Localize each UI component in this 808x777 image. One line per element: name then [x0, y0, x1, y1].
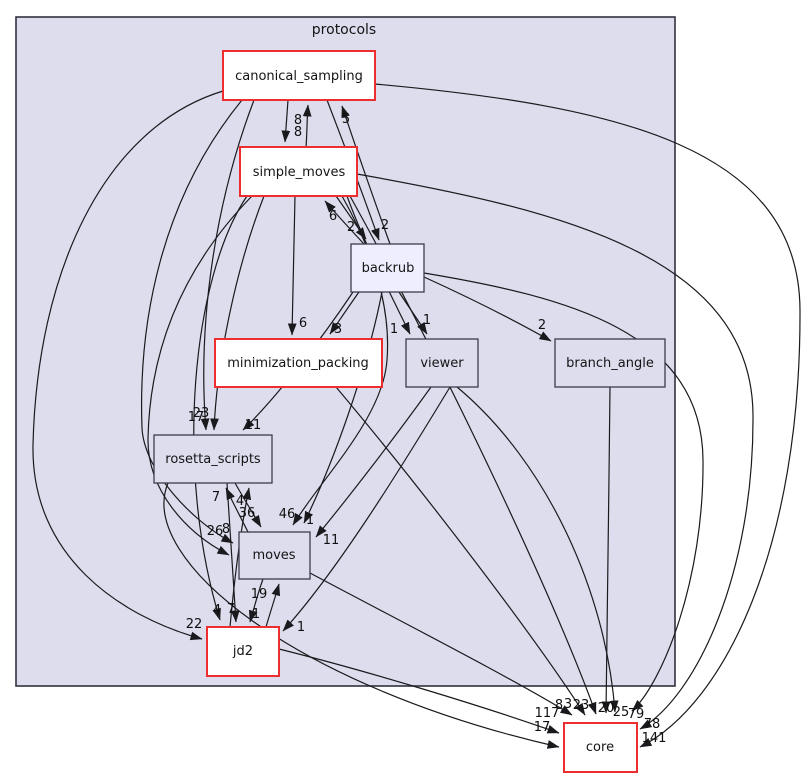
- node-viewer[interactable]: viewer: [405, 338, 479, 388]
- edge-label-cs-backrub[interactable]: 2: [381, 218, 389, 233]
- edge-label-backrub-cs[interactable]: 5: [342, 112, 350, 127]
- edge-label-backrub-core[interactable]: 79: [628, 707, 645, 722]
- edge-sm-cs: [302, 104, 312, 149]
- edge-cs-core: [374, 83, 801, 748]
- edge-branch-core: [601, 386, 611, 714]
- node-label-rosetta-scripts: rosetta_scripts: [165, 452, 261, 467]
- edges: [32, 83, 801, 749]
- edge-label-cs-moves[interactable]: 26: [207, 524, 224, 539]
- edge-rs-jd2: [226, 482, 240, 623]
- edge-sm-rs: [210, 195, 265, 431]
- edge-label-mp-core[interactable]: 3: [564, 697, 572, 712]
- edge-label-cs-rs[interactable]: 23: [193, 406, 210, 421]
- edge-label-viewer-jd2[interactable]: 1: [297, 620, 305, 635]
- edge-label-sm-core[interactable]: 23: [573, 698, 590, 713]
- node-label-simple-moves: simple_moves: [253, 165, 346, 180]
- edge-viewer-moves: [315, 386, 432, 538]
- edge-cs-sm: [281, 99, 291, 143]
- protocols-cluster-label: protocols: [312, 22, 376, 38]
- node-rosetta-scripts[interactable]: rosetta_scripts: [153, 434, 273, 484]
- edge-label-backrub-viewer[interactable]: 1: [423, 313, 431, 328]
- edge-jd2-core: [278, 648, 560, 734]
- edge-cs-moves: [141, 99, 243, 544]
- edge-sm-jd2: [193, 195, 248, 621]
- edge-cs-rs: [200, 99, 255, 431]
- node-label-core: core: [586, 740, 614, 755]
- node-backrub[interactable]: backrub: [350, 243, 425, 293]
- node-label-viewer: viewer: [420, 356, 464, 371]
- edge-label-viewer-core[interactable]: 25: [613, 705, 630, 720]
- edge-label-sm-mp[interactable]: 6: [299, 316, 307, 331]
- edge-label-backrub-rs[interactable]: 11: [245, 418, 262, 433]
- edge-mp-core: [335, 386, 586, 716]
- node-label-minimization-packing: minimization_packing: [227, 356, 369, 371]
- edge-moves-jd2: [248, 578, 264, 623]
- edge-label-sm-rs[interactable]: 17: [188, 410, 205, 425]
- edge-jd2-moves: [265, 583, 281, 628]
- edge-label-sm-viewer[interactable]: 1: [390, 322, 398, 337]
- edge-label-viewer-moves[interactable]: 11: [323, 533, 340, 548]
- node-label-canonical-sampling: canonical_sampling: [235, 69, 363, 84]
- edge-label-cs-jd2[interactable]: 22: [186, 617, 203, 632]
- edge-label-jd2-rs[interactable]: 4: [236, 494, 244, 509]
- edge-label-rs-jd2[interactable]: 7: [227, 602, 235, 617]
- edge-backrub-moves: [303, 291, 383, 524]
- edge-label-moves-rs[interactable]: 7: [212, 490, 220, 505]
- edge-label-sm-cs[interactable]: 8: [294, 125, 302, 140]
- edge-label-backrub-moves[interactable]: 1: [306, 513, 314, 528]
- edge-moves-core: [309, 572, 573, 716]
- edge-viewer-core: [456, 386, 619, 713]
- edge-label-backrub-mp[interactable]: 3: [334, 322, 342, 337]
- edge-cs-jd2: [32, 90, 224, 641]
- node-canonical-sampling[interactable]: canonical_sampling: [222, 50, 376, 101]
- edge-label-jd2-core[interactable]: 117: [535, 706, 560, 721]
- edge-label-backrub-sm[interactable]: 6: [329, 209, 337, 224]
- edge-rs-core: [163, 482, 560, 749]
- node-branch-angle[interactable]: branch_angle: [554, 338, 666, 388]
- edge-backrub-core: [423, 272, 704, 712]
- edge-label-backrub-branch[interactable]: 2: [538, 318, 546, 333]
- node-moves[interactable]: moves: [238, 531, 311, 580]
- edge-backrub-mp: [329, 291, 360, 335]
- edge-label-cs-core[interactable]: 141: [642, 731, 667, 746]
- edge-label-sm-backrub[interactable]: 2: [347, 220, 355, 235]
- edge-label-sm-jd2[interactable]: 4: [213, 603, 221, 618]
- edge-sm-core-right: [356, 173, 754, 730]
- node-label-moves: moves: [252, 548, 295, 563]
- edge-label-rs-moves[interactable]: 36: [239, 506, 256, 521]
- node-label-branch-angle: branch_angle: [566, 356, 654, 371]
- edge-backrub-branch: [423, 276, 552, 342]
- edge-label-rs-core[interactable]: 17: [534, 720, 551, 735]
- node-core[interactable]: core: [563, 722, 638, 773]
- edge-label-sm-moves-left[interactable]: 8: [222, 522, 230, 537]
- edge-label-moves-jd2[interactable]: 1: [252, 607, 260, 622]
- edge-viewer-jd2: [282, 386, 451, 632]
- node-jd2[interactable]: jd2: [206, 626, 280, 677]
- edge-label-jd2-moves[interactable]: 19: [251, 587, 268, 602]
- edge-label-moves-core[interactable]: 8: [555, 698, 563, 713]
- node-label-jd2: jd2: [232, 644, 253, 659]
- edge-backrub-cs: [341, 105, 391, 245]
- edge-rs-moves: [234, 482, 262, 528]
- node-simple-moves[interactable]: simple_moves: [239, 146, 358, 197]
- edge-label-branch-core[interactable]: 20: [598, 701, 615, 716]
- edge-sm-mp: [287, 195, 297, 336]
- edge-label-cs-sm[interactable]: 8: [294, 113, 302, 128]
- edge-label-sm-core-right[interactable]: 78: [644, 717, 661, 732]
- edge-labels: 8 8 5 2 2 6 6 3 1 1 2 23 17 11 7 4 36 46…: [186, 112, 667, 746]
- edge-backrub-sm: [324, 200, 365, 245]
- node-label-backrub: backrub: [362, 261, 415, 276]
- edge-sm-moves-left: [147, 195, 253, 556]
- edge-label-sm-moves[interactable]: 46: [279, 507, 296, 522]
- node-minimization-packing[interactable]: minimization_packing: [214, 338, 383, 388]
